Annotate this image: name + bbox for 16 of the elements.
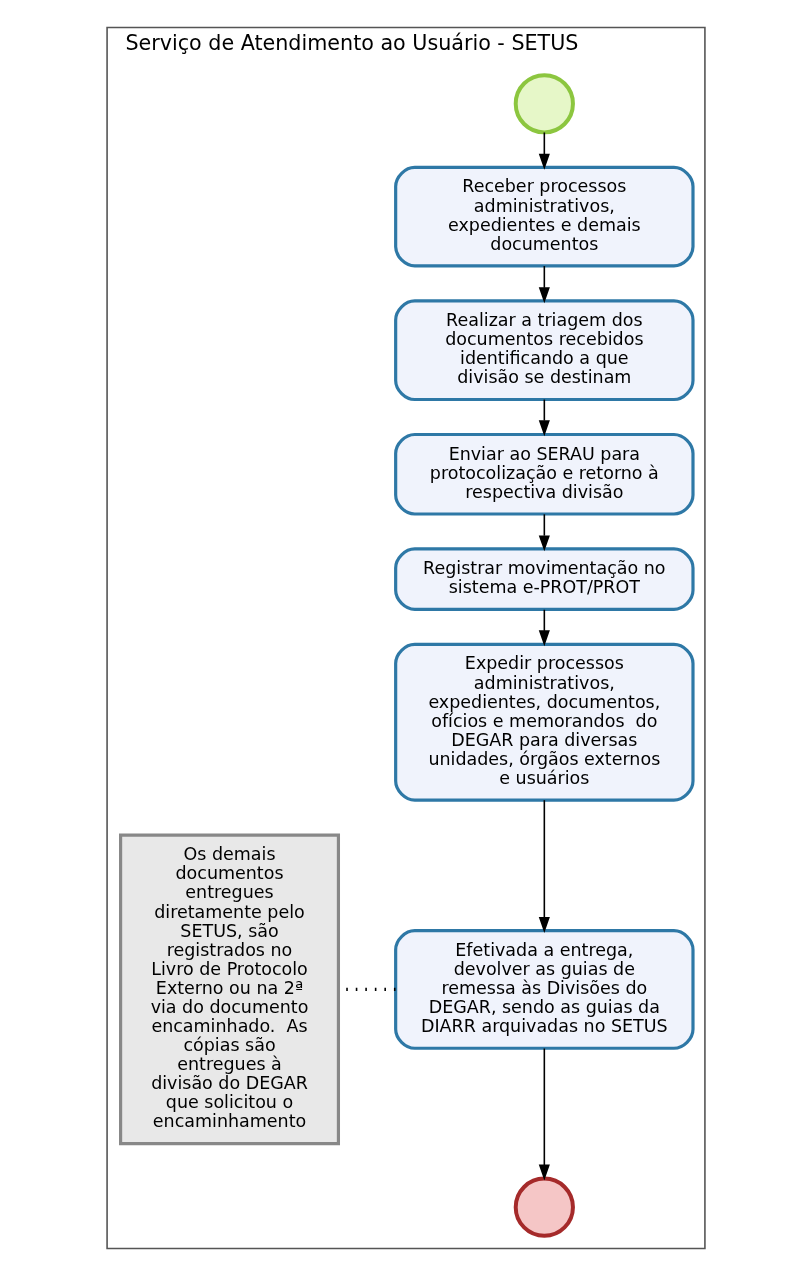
arrow [538,265,550,304]
node-box: Os demais documentos entregues diretamente pelo SETUS, são registrados no Livro de Protocolo Externo ou na 2ª via do documento encaminhado. As cópias são entregues à divisão do DEGAR que solicitou o encaminhamento [119,833,340,1146]
arrow [538,131,550,170]
node-circle [513,1176,575,1238]
node-box: Registrar movimentação no sistema e-PROT/PROT [394,547,695,611]
node-box: Receber processos administrativos, expedientes e demais documentos [394,165,695,268]
node-box: Realizar a triagem dos documentos recebidos identificando a que divisão se destinam [394,299,695,402]
node-box: Efetivada a entrega, devolver as guias de remessa às Divisões do DEGAR, sendo as guias da DIARR arquivadas no SETUS [394,928,695,1050]
node-box: Enviar ao SERAU para protocolização e retorno à respectiva divisão [394,432,695,516]
arrow [538,513,550,552]
arrow [538,799,550,933]
node-circle [513,73,575,135]
arrow [538,1047,550,1181]
node-box: Expedir processos administrativos, expedientes, documentos, ofícios e memorandos do DEGAR para diversas unidades, órgãos externos e usuários [394,642,695,802]
arrow [538,608,550,647]
arrow [538,398,550,437]
